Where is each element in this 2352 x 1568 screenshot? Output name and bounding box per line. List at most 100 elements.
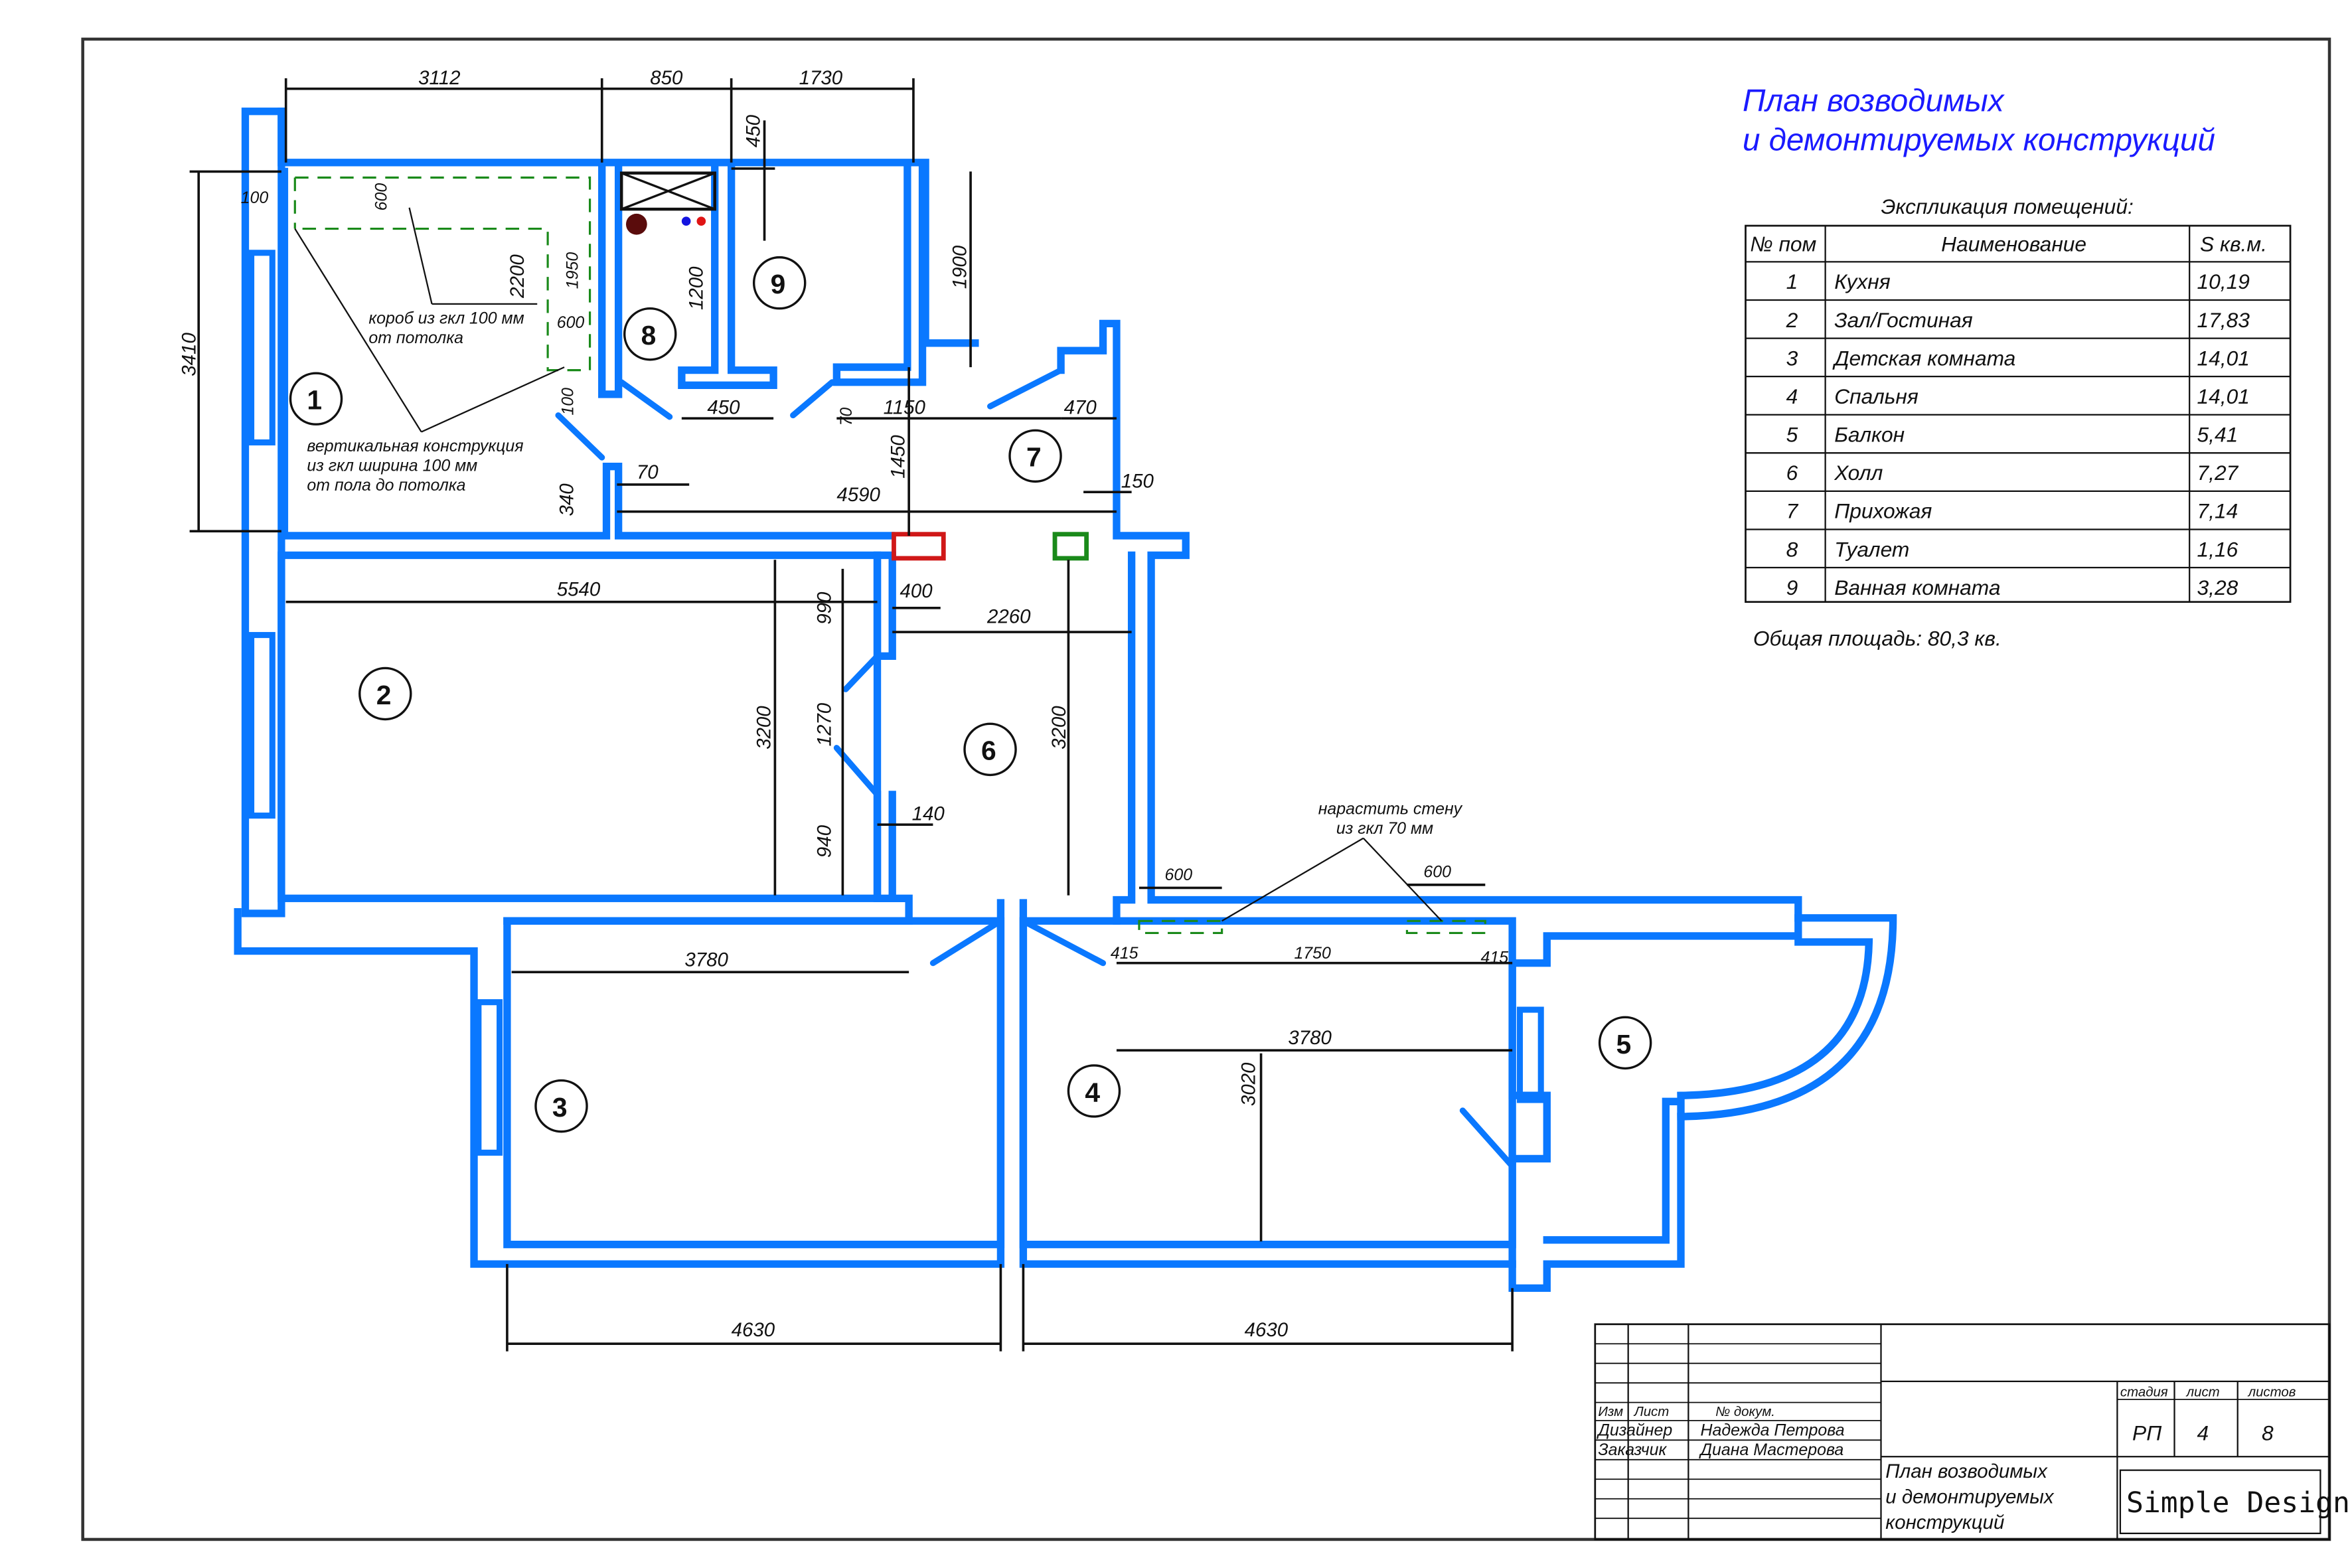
stamp-izm: Изм [1598,1405,1623,1419]
room1-inner [280,167,895,540]
stamp-designer-role: Дизайнер [1596,1421,1672,1440]
dim-100: 100 [241,189,269,207]
note-wall-1: нарастить стену [1318,799,1463,818]
table-row-area: 3,28 [2197,576,2238,599]
dim-340: 340 [556,483,578,516]
living-room-walls [277,551,882,902]
dim-3410: 3410 [179,333,200,376]
dim-1900: 1900 [949,245,971,289]
explication-table [1745,224,2292,603]
stamp-sheets: 8 [2262,1421,2274,1445]
explication-caption: Экспликация помещений: [1881,195,2133,218]
dim-600-v: 600 [372,183,391,211]
table-row-name: Прихожая [1834,499,1932,523]
table-row-name: Зал/Гостиная [1834,308,1973,332]
dim-990: 990 [813,591,835,625]
walls [234,108,1897,1293]
hall7-wall [1057,319,1802,1293]
table-header-name: Наименование [1941,232,2086,256]
room-marker-2: 2 [358,666,412,721]
dim-1730: 1730 [799,67,843,89]
table-row-num: 1 [1786,270,1798,293]
hall6-right [1113,551,1136,925]
dim-600-h: 600 [557,313,585,332]
living-room-right [873,551,896,660]
dim-70-v: 70 [837,408,856,426]
window-kitchen [248,250,275,445]
table-row-area: 7,27 [2197,461,2239,485]
table-row-name: Холл [1834,461,1883,485]
dim-450: 450 [707,396,740,418]
dim-400: 400 [900,580,933,602]
demolish-marker [892,532,946,561]
doors [555,367,1516,1170]
room-marker-4: 4 [1067,1064,1121,1118]
bathtub-fixture [619,171,716,211]
note-korob-2: от потолка [368,329,463,347]
table-row-name: Детская комната [1832,346,2015,370]
table-row-num: 5 [1786,423,1798,447]
dimension-labels: 3112 850 1730 3410 450 1900 100 600 2200… [179,67,1509,1341]
dim-3200-b: 3200 [1048,706,1070,749]
table-row: 9 Ванная комната 3,28 [1786,576,2238,599]
plan-title-line2: и демонтируемых конструкций [1743,123,2215,158]
dim-1200: 1200 [686,266,708,310]
plan-title-line1: План возводимых [1743,84,2005,119]
stamp-doc: № докум. [1715,1405,1775,1419]
gkl-box-outline [295,176,591,372]
table-row-area: 1,16 [2197,537,2238,561]
dim-1270: 1270 [813,702,835,746]
dim-5540: 5540 [557,579,601,601]
svg-text:3: 3 [552,1092,568,1123]
svg-text:9: 9 [771,269,786,299]
dim-4630-a: 4630 [732,1319,775,1341]
toilet-walls [598,165,623,398]
room-markers: 1 2 3 4 5 6 7 8 9 [289,256,1652,1133]
dim-3020: 3020 [1238,1062,1260,1106]
table-row-num: 7 [1786,499,1799,523]
note-vert-3: от пола до потолка [307,476,465,495]
table-row-num: 9 [1786,576,1798,599]
dim-150: 150 [1121,470,1154,492]
dim-3112: 3112 [418,67,460,89]
dim-100-v: 100 [559,388,578,416]
stamp-sheet-label: лист [2186,1385,2220,1400]
svg-text:7: 7 [1026,442,1042,473]
table-row-num: 6 [1786,461,1798,485]
dim-450-top: 450 [743,114,765,147]
stamp-stage-label: стадия [2120,1385,2168,1400]
dim-850: 850 [650,67,683,89]
stamp-doc-title-2: и демонтируемых [1885,1486,2055,1508]
dim-1950: 1950 [563,252,582,289]
table-row-num: 4 [1786,384,1798,408]
sheet-frame [81,37,2331,1541]
dim-415-a: 415 [1111,944,1138,963]
balcony-arc-inner [1677,938,1873,1099]
dim-415-b: 415 [1481,949,1509,967]
table-row-num: 2 [1786,308,1798,332]
table-header-area: S кв.м. [2200,232,2267,256]
dim-4590: 4590 [836,484,880,506]
room-marker-6: 6 [963,722,1017,777]
stamp-sheet: 4 [2197,1421,2209,1445]
table-row-name: Спальня [1834,384,1919,408]
note-vert-2: из гкл ширина 100 мм [307,457,477,475]
dim-2260: 2260 [986,605,1031,627]
table-row-area: 5,41 [2197,423,2238,447]
dim-1150: 1150 [884,396,926,418]
table-row-name: Ванная комната [1834,576,2000,599]
dim-3200-a: 3200 [753,706,775,749]
window-kids [475,999,503,1156]
gkl-wall-left [1138,919,1223,934]
stamp-list: Лист [1633,1405,1670,1419]
stamp-doc-title-3: конструкций [1885,1512,2004,1533]
dim-600-b: 600 [1423,863,1451,882]
svg-text:6: 6 [981,736,996,766]
svg-text:1: 1 [307,385,322,416]
svg-text:2: 2 [376,680,392,710]
dim-470: 470 [1064,396,1097,418]
table-row: 6 Холл 7,27 [1786,461,2239,485]
